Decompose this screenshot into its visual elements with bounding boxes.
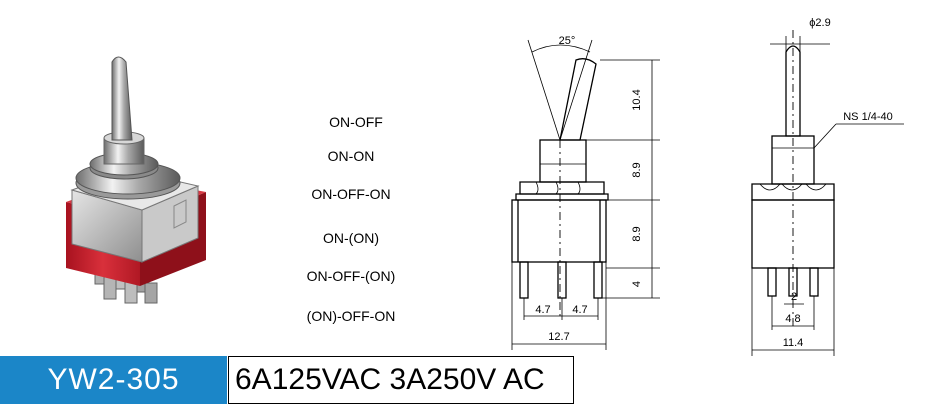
dim-body: 8.9 (631, 226, 643, 241)
dim-diameter: ϕ2.9 (809, 17, 830, 29)
dim-pitch-left: 4.7 (535, 304, 550, 316)
dim-angle: 25° (559, 35, 576, 47)
dim-spacing: 4.8 (785, 313, 800, 325)
function-list: ON-OFF ON-ON ON-OFF-ON ON-(ON) ON-OFF-(O… (307, 114, 396, 324)
dim-pitch-right: 4.7 (572, 304, 587, 316)
dim-lever: 10.4 (631, 89, 643, 110)
function-label: ON-ON (328, 148, 375, 164)
function-label: ON-(ON) (323, 230, 379, 246)
dim-thread: NS 1/4-40 (843, 111, 893, 123)
function-label: (ON)-OFF-ON (307, 308, 396, 324)
side-view-drawing: 25° 10.4 8.9 8.9 4 4.7 4.7 12.7 (511, 35, 660, 350)
dim-terminal: 4 (631, 281, 643, 287)
dim-bushing: 8.9 (631, 162, 643, 177)
dim-width-front: 11.4 (783, 337, 804, 349)
front-view-drawing: ϕ2.9 NS 1/4-40 2 4.8 11.4 (751, 17, 904, 356)
dim-width: 12.7 (548, 331, 569, 343)
toggle-switch-photo (66, 56, 206, 304)
function-label: ON-OFF (329, 114, 383, 130)
function-label: ON-OFF-ON (311, 186, 390, 202)
dim-pitch: 2 (791, 291, 797, 303)
model-number-badge: YW2-305 (0, 356, 227, 404)
switch-diagram: ON-OFF ON-ON ON-OFF-ON ON-(ON) ON-OFF-(O… (66, 17, 904, 356)
function-label: ON-OFF-(ON) (307, 268, 396, 284)
rating-label: 6A125VAC 3A250V AC (228, 356, 574, 404)
